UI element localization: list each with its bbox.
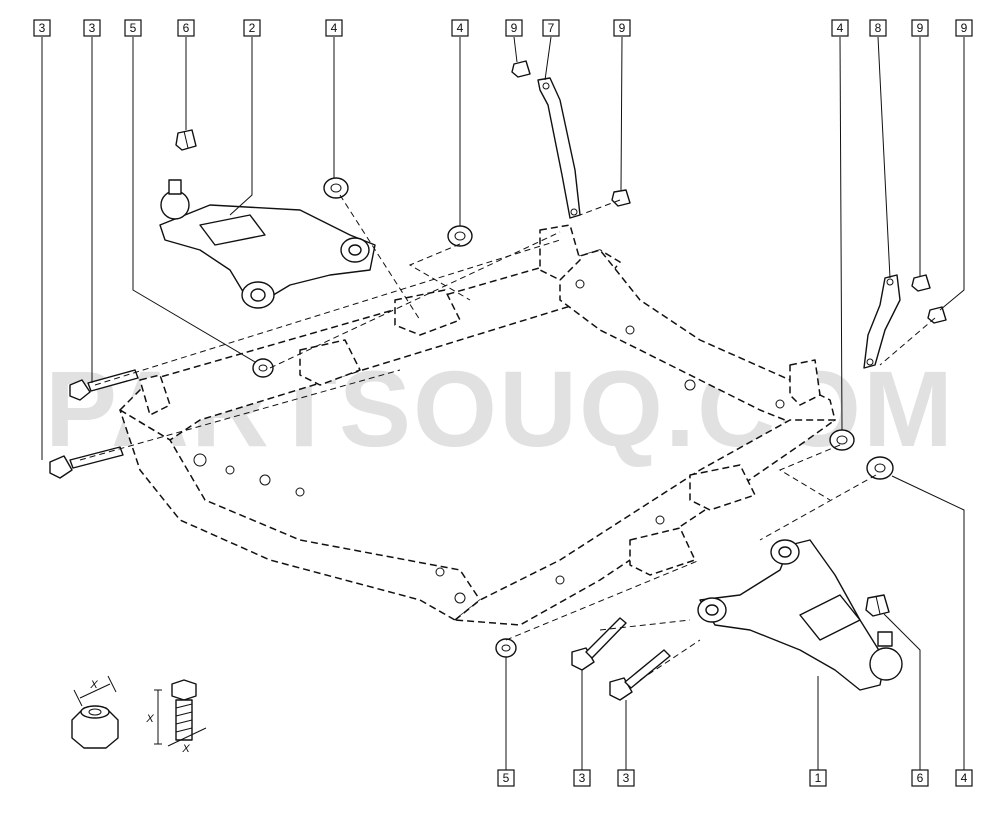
nut-6-bottom <box>865 594 890 617</box>
callout-top-13: 9 <box>911 19 929 37</box>
legend-nut: X <box>71 675 119 749</box>
svg-text:3: 3 <box>579 771 586 785</box>
svg-text:9: 9 <box>917 21 924 35</box>
callout-bottom-2: 3 <box>573 769 591 787</box>
bolt-3-c <box>571 617 627 671</box>
svg-text:4: 4 <box>961 771 968 785</box>
nut-9-d <box>927 306 947 324</box>
nut-9-b <box>611 189 631 207</box>
svg-text:4: 4 <box>837 21 844 35</box>
callout-top-1: 3 <box>33 19 51 37</box>
bolt-3-b <box>49 446 124 479</box>
svg-text:8: 8 <box>875 21 882 35</box>
legend-bolt: X X <box>145 679 207 755</box>
nut-5-b <box>495 638 517 658</box>
subframe <box>119 224 836 626</box>
callout-top-4: 6 <box>177 19 195 37</box>
bolt-3-d <box>609 649 671 701</box>
svg-text:X: X <box>145 713 154 725</box>
callout-top-6: 4 <box>325 19 343 37</box>
svg-text:4: 4 <box>457 21 464 35</box>
callout-top-12: 8 <box>869 19 887 37</box>
leader-lines <box>41 36 965 770</box>
svg-text:X: X <box>181 743 190 755</box>
svg-text:X: X <box>89 679 98 691</box>
nut-9-c <box>911 274 931 292</box>
callout-bottom-3: 3 <box>617 769 635 787</box>
callout-bottom-4: 1 <box>809 769 827 787</box>
bushing-4-a <box>323 177 349 199</box>
svg-text:6: 6 <box>917 771 924 785</box>
svg-text:9: 9 <box>619 21 626 35</box>
svg-text:9: 9 <box>511 21 518 35</box>
bushing-4-c <box>829 429 855 451</box>
svg-text:3: 3 <box>623 771 630 785</box>
stabilizer-link-8 <box>863 274 901 369</box>
dimension-legend: X X X <box>71 675 207 755</box>
svg-text:7: 7 <box>548 21 555 35</box>
nut-9-a <box>511 60 531 78</box>
nut-5-a <box>252 358 274 378</box>
callout-top-11: 4 <box>831 19 849 37</box>
callout-top-3: 5 <box>124 19 142 37</box>
callout-bottom-6: 4 <box>955 769 973 787</box>
svg-text:1: 1 <box>815 771 822 785</box>
svg-text:5: 5 <box>130 21 137 35</box>
stabilizer-link-7 <box>537 77 581 219</box>
svg-text:9: 9 <box>961 21 968 35</box>
svg-text:3: 3 <box>89 21 96 35</box>
svg-text:2: 2 <box>249 21 256 35</box>
lower-arm-right <box>697 539 903 691</box>
svg-text:4: 4 <box>331 21 338 35</box>
callout-top-5: 2 <box>243 19 261 37</box>
svg-text:6: 6 <box>183 21 190 35</box>
callout-top-10: 9 <box>613 19 631 37</box>
callout-top-9: 7 <box>542 19 560 37</box>
callout-top-2: 3 <box>83 19 101 37</box>
svg-text:5: 5 <box>503 771 510 785</box>
callout-top-8: 9 <box>505 19 523 37</box>
callout-top-7: 4 <box>451 19 469 37</box>
callout-bottom-1: 5 <box>497 769 515 787</box>
lower-arm-left <box>159 179 376 309</box>
bushing-4-d <box>866 456 894 480</box>
bushing-4-b <box>447 225 473 247</box>
alignment-lines <box>79 194 936 681</box>
callout-bottom-5: 6 <box>911 769 929 787</box>
callout-top-14: 9 <box>955 19 973 37</box>
svg-text:3: 3 <box>39 21 46 35</box>
nut-6-top <box>175 129 197 151</box>
